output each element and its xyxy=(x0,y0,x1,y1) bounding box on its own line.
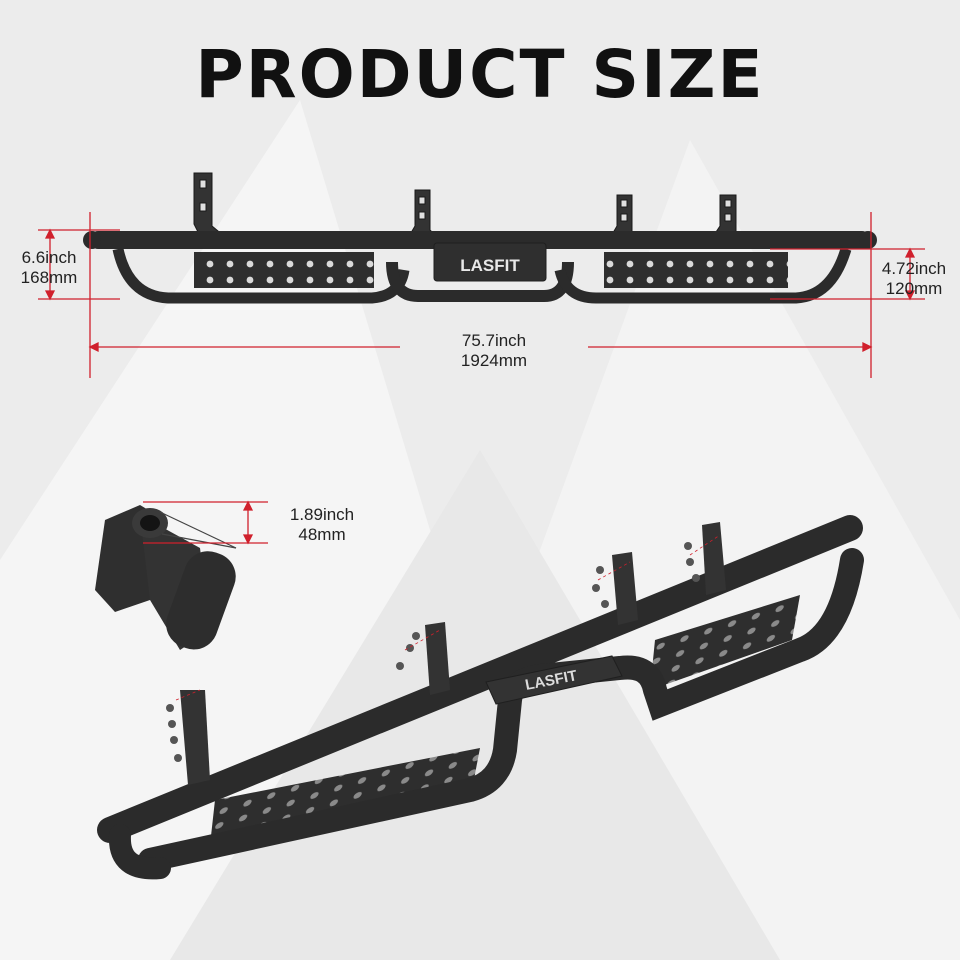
dimension-label-step-height: 4.72inch 120mm xyxy=(868,259,960,299)
dimension-mm: 168mm xyxy=(20,268,78,287)
dimension-lines-front xyxy=(38,212,925,378)
perspective-view-step-bar xyxy=(97,515,864,880)
dimension-label-total-height: 6.6inch 168mm xyxy=(12,248,86,288)
dimension-inch: 4.72inch xyxy=(881,259,947,278)
dimension-inch: 75.7inch xyxy=(461,331,527,350)
dimension-mm: 48mm xyxy=(298,525,346,544)
dimension-mm: 1924mm xyxy=(460,351,528,370)
dimension-mm: 120mm xyxy=(885,279,943,298)
dimension-lines-tube xyxy=(143,500,268,545)
tube-detail xyxy=(95,505,237,650)
dimension-inch: 6.6inch xyxy=(21,248,77,267)
dimension-inch: 1.89inch xyxy=(289,505,355,524)
page-title: PRODUCT SIZE xyxy=(195,36,765,113)
dimension-label-tube-diameter: 1.89inch 48mm xyxy=(276,505,368,545)
dimension-label-length: 75.7inch 1924mm xyxy=(434,331,554,371)
front-view-step-bar xyxy=(83,172,877,304)
brand-logo-front: LASFIT xyxy=(460,256,520,275)
